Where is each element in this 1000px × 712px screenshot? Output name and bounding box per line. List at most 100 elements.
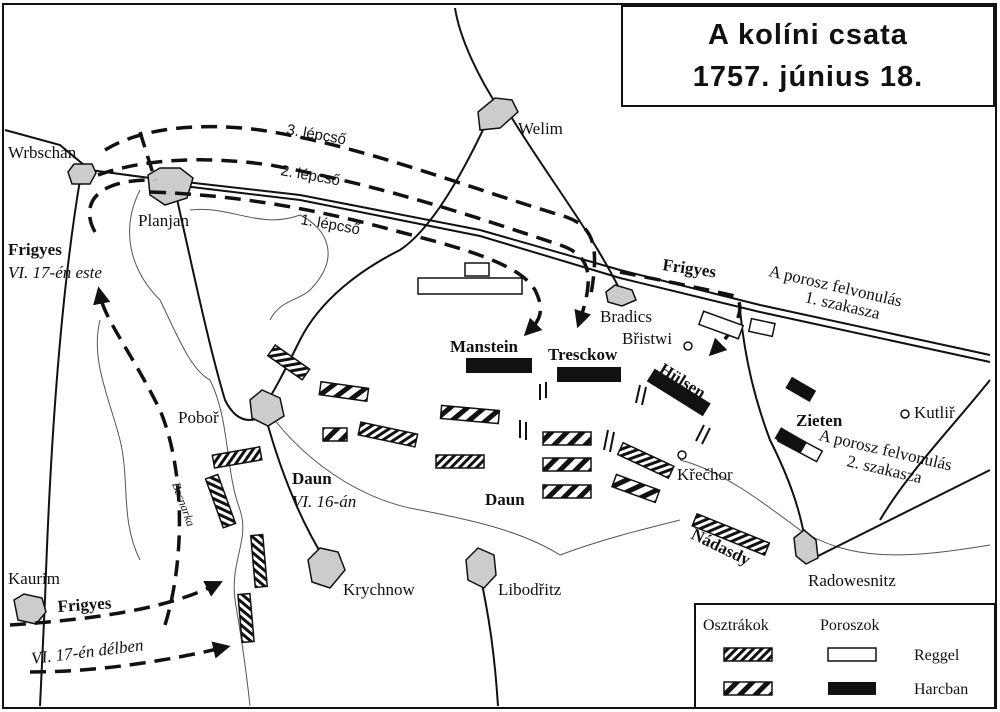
prussian-morning-unit [697, 310, 745, 340]
frigyes-east-label: Frigyes [661, 255, 717, 281]
austrian-morning-unit [204, 473, 237, 529]
krechor-symbol [677, 450, 687, 460]
legend-austrian-battle-symbol [723, 681, 773, 696]
deployment-labels: A porosz felvonulás 1. szakasza A porosz… [767, 261, 954, 487]
stream-west [96, 319, 141, 561]
legend-morning: Reggel [914, 647, 960, 664]
pobor-label: Poboř [178, 408, 219, 427]
austrian-morning-unit [357, 421, 419, 448]
becnarka-stream [129, 189, 251, 707]
welim-symbol [477, 97, 519, 131]
radowesnitz-label: Radowesnitz [808, 571, 896, 590]
stream-center [259, 399, 681, 556]
step-2-label: 2. lépcső [279, 162, 341, 189]
prussian-morning-unit [747, 317, 776, 338]
road-welim-bradics [509, 114, 621, 291]
step-1-label: 1. lépcső [299, 211, 361, 238]
tresckow-label: Tresckow [548, 345, 618, 364]
welim-label: Welim [518, 119, 563, 138]
austrian-morning-unit [266, 343, 311, 381]
road-libodritz [479, 574, 499, 707]
frigyes-south-arrow-1 [9, 580, 223, 627]
unit-symbols [204, 262, 824, 644]
pobor-symbol [249, 389, 285, 427]
austrian-battle-unit [611, 473, 661, 504]
kutlir-symbol [900, 409, 910, 419]
title-line-1: A kolíni csata [708, 19, 908, 51]
road-kutlir [879, 379, 991, 521]
krechor-label: Křečhor [677, 465, 733, 484]
map-frame [2, 3, 997, 709]
wrbschan-label: Wrbschan [8, 143, 77, 162]
step-2-arrow [97, 158, 592, 329]
bristwi-label: Břistwi [622, 329, 672, 348]
austrian-battle-unit [322, 427, 348, 442]
austrian-morning-unit [691, 512, 771, 557]
austrian-morning-unit [237, 592, 255, 644]
krychnow-symbol [307, 547, 346, 589]
step-1-arrow [149, 190, 543, 337]
legend-austrians: Osztrákok [703, 617, 769, 634]
road-north [454, 7, 501, 111]
austrian-battle-unit [542, 484, 592, 499]
road-kaurim [39, 179, 81, 707]
prussian-morning-unit [417, 277, 523, 295]
daun-center-label: Daun [485, 490, 525, 509]
krychnow-label: Krychnow [343, 580, 415, 599]
main-road-north [4, 129, 991, 356]
becnarka-label: Becnarka [169, 480, 198, 528]
legend: Osztrákok Poroszok Reggel Harcban [694, 603, 996, 709]
libodritz-symbol [465, 547, 497, 589]
frigyes-north-label: Frigyes [8, 240, 62, 259]
prussian-battle-unit [646, 368, 711, 417]
legend-prussian-morning-symbol [827, 647, 877, 662]
austrian-battle-unit [542, 457, 592, 472]
road-pobor [174, 189, 271, 421]
prussian-battle-unit [466, 358, 532, 373]
step-link [138, 131, 157, 181]
prussian-battle-unit [774, 427, 807, 454]
prussian-battle-unit [557, 367, 621, 382]
settlements [13, 97, 910, 625]
austrian-battle-unit [318, 380, 370, 403]
legend-prussian-battle-symbol [828, 682, 876, 695]
legend-prussians: Poroszok [820, 617, 880, 634]
frigyes-south-arrow-2 [29, 641, 231, 674]
wrbschan-symbol [67, 163, 97, 185]
zieten-label: Zieten [796, 411, 843, 430]
austrian-morning-unit [211, 446, 263, 469]
libodritz-label: Libodřitz [498, 580, 562, 599]
frigyes-south-label: Frigyes [57, 593, 112, 616]
frigyes-north-note: VI. 17-én este [8, 263, 102, 282]
main-road-north-b [149, 181, 991, 363]
radowesnitz-symbol [793, 529, 819, 565]
austrian-battle-unit [439, 404, 501, 425]
daun-west-note: VI. 16-án [292, 492, 356, 511]
prussian-morning-unit [464, 262, 490, 277]
title-line-2: 1757. június 18. [693, 61, 923, 93]
kutlir-label: Kutliř [914, 403, 955, 422]
road-krechor [739, 309, 806, 541]
clash-marks [519, 382, 711, 453]
prussian-battle-unit [785, 376, 817, 403]
road-radowesnitz [809, 469, 991, 561]
planjan-symbol [147, 167, 194, 206]
bristwi-symbol [683, 341, 693, 351]
austrian-morning-unit [616, 441, 675, 480]
daun-west-label: Daun [292, 469, 332, 488]
frigyes-south-note: VI. 17-én délben [30, 635, 144, 668]
step-3-arrow [104, 124, 597, 301]
bradics-label: Bradics [600, 307, 652, 326]
title-frame [621, 5, 995, 107]
frigyes-north-arrow [93, 286, 182, 626]
roads [4, 7, 991, 707]
austrian-morning-unit [435, 454, 485, 469]
legend-in-battle: Harcban [914, 681, 968, 698]
frigyes-north-connector [87, 178, 151, 233]
place-labels: Wrbschan Planjan Welim Bradics Břistwi K… [8, 119, 955, 599]
title-box: A kolíni csata 1757. június 18. [621, 5, 995, 107]
step-labels: 3. lépcső 2. lépcső 1. lépcső [279, 121, 361, 238]
austrian-morning-unit [249, 533, 269, 589]
